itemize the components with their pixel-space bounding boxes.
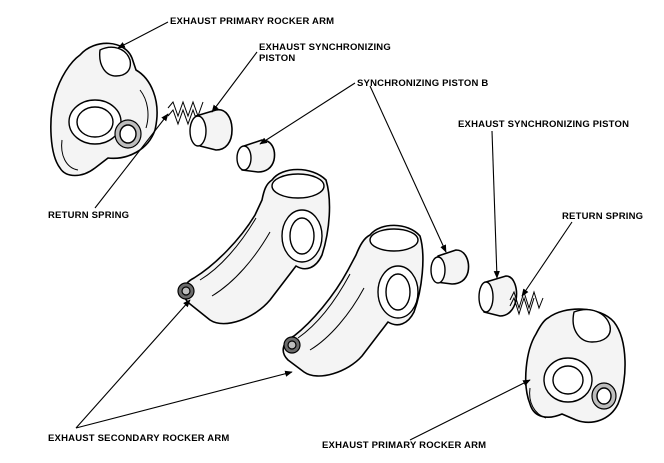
exhaust-synchronizing-piston-right: [478, 275, 518, 317]
return-spring-left: [167, 100, 204, 126]
synchronizing-piston-b-right: [430, 249, 470, 285]
exhaust-primary-rocker-arm-bottom: [524, 308, 626, 424]
exhaust-synchronizing-piston-left: [189, 108, 233, 151]
synchronizing-piston-b-left: [236, 139, 276, 173]
label-return-spring-left: RETURN SPRING: [48, 210, 130, 221]
label-exhaust-secondary-rocker-arm: EXHAUST SECONDARY ROCKER ARM: [48, 433, 230, 444]
label-exhaust-synchronizing-piston-left-line2: PISTON: [259, 53, 296, 64]
label-exhaust-synchronizing-piston-right: EXHAUST SYNCHRONIZING PISTON: [458, 119, 630, 130]
label-return-spring-right: RETURN SPRING: [562, 211, 644, 222]
label-synchronizing-piston-b: SYNCHRONIZING PISTON B: [357, 78, 489, 89]
return-spring-right: [509, 290, 544, 316]
exhaust-secondary-rocker-arm-2: [282, 224, 424, 377]
leader-lines: [75, 21, 573, 441]
label-exhaust-primary-rocker-arm-bottom: EXHAUST PRIMARY ROCKER ARM: [322, 440, 487, 451]
label-exhaust-primary-rocker-arm-top: EXHAUST PRIMARY ROCKER ARM: [170, 16, 335, 27]
exhaust-primary-rocker-arm-top: [50, 42, 158, 177]
label-exhaust-synchronizing-piston-left-line1: EXHAUST SYNCHRONIZING: [259, 42, 391, 53]
exhaust-secondary-rocker-arm-1: [177, 168, 331, 325]
